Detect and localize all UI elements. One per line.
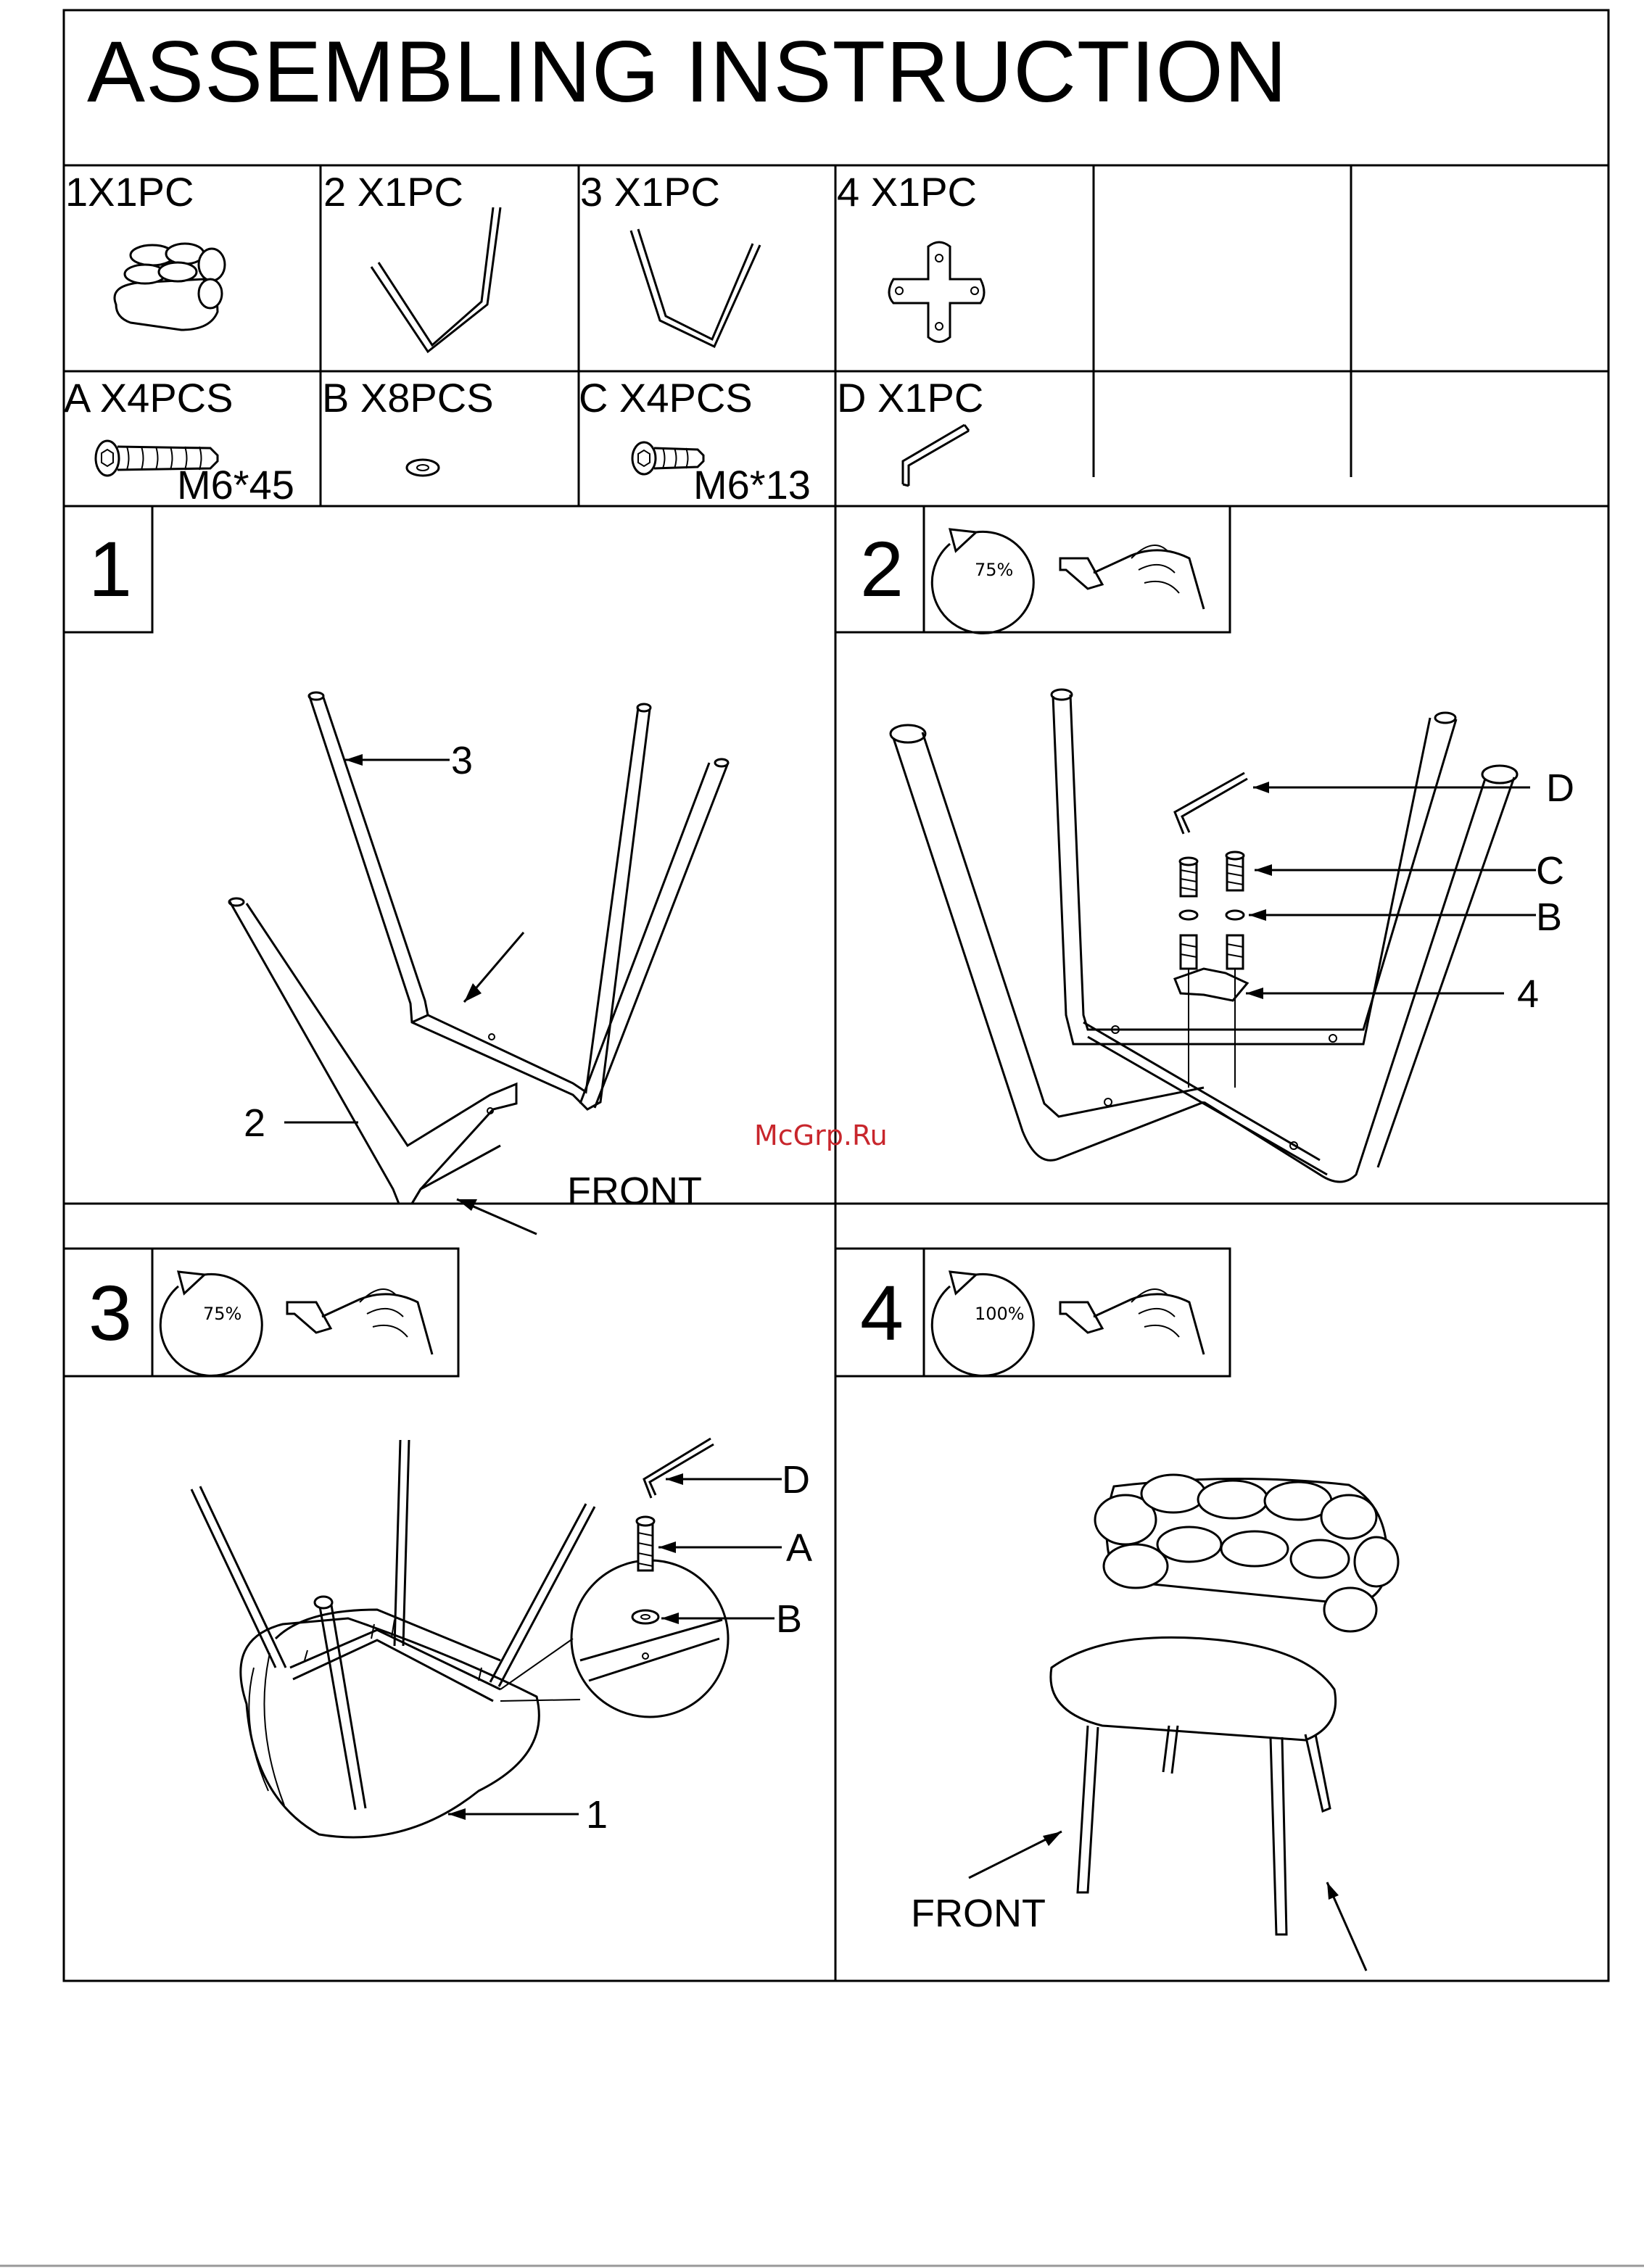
- step-1-callout-3: 3: [451, 738, 473, 783]
- step-3-number: 3: [88, 1267, 132, 1358]
- step-2-callout-c: C: [1536, 848, 1564, 893]
- step4-tighten-icon: [932, 1272, 1204, 1375]
- step-1-number: 1: [88, 523, 132, 614]
- part-2-label: 2 X1PC: [323, 168, 463, 215]
- hardware-a-size: M6*45: [177, 461, 294, 508]
- watermark: McGrp.Ru: [754, 1119, 888, 1151]
- part-seat-icon: [115, 244, 225, 330]
- hardware-c-size: M6*13: [693, 461, 811, 508]
- hex-key-d-icon: [903, 425, 969, 486]
- step2-tighten-icon: [932, 529, 1204, 633]
- step-2-number: 2: [860, 523, 904, 614]
- step1-drawing: [229, 692, 728, 1234]
- step-2-callout-d: D: [1546, 766, 1574, 811]
- part-1-label: 1X1PC: [65, 168, 194, 215]
- step-3-callout-d: D: [782, 1457, 810, 1502]
- step-2-callout-4: 4: [1517, 972, 1539, 1017]
- hardware-c-label: C X4PCS: [579, 374, 753, 421]
- part-4-label: 4 X1PC: [837, 168, 977, 215]
- step-3-callout-a: A: [786, 1526, 812, 1570]
- step-3-callout-1: 1: [586, 1792, 608, 1837]
- step-1-callout-2: 2: [244, 1101, 265, 1146]
- washer-b-icon: [407, 460, 439, 476]
- part-front-frame-icon: [371, 207, 500, 352]
- step-3-callout-b: B: [776, 1597, 802, 1642]
- hardware-b-label: B X8PCS: [322, 374, 494, 421]
- hardware-a-label: A X4PCS: [64, 374, 233, 421]
- part-back-frame-icon: [631, 229, 760, 347]
- step-1-front-label: FRONT: [567, 1169, 702, 1214]
- step2-bolts: [1175, 852, 1247, 1088]
- part-3-label: 3 X1PC: [580, 168, 720, 215]
- step-4-number: 4: [860, 1267, 904, 1358]
- step-4-front-label: FRONT: [911, 1891, 1046, 1936]
- part-cross-plate-icon: [889, 242, 984, 342]
- step2-drawing: [891, 690, 1536, 1182]
- step-2-callout-b: B: [1536, 895, 1562, 940]
- step-3-tighten-label: 75%: [203, 1304, 241, 1324]
- step3-tighten-icon: [160, 1272, 432, 1375]
- step-2-tighten-label: 75%: [975, 560, 1013, 580]
- step-4-tighten-label: 100%: [975, 1304, 1025, 1324]
- page-title: ASSEMBLING INSTRUCTION: [87, 22, 1288, 122]
- hardware-d-label: D X1PC: [837, 374, 983, 421]
- step3-drawing: [191, 1439, 782, 1837]
